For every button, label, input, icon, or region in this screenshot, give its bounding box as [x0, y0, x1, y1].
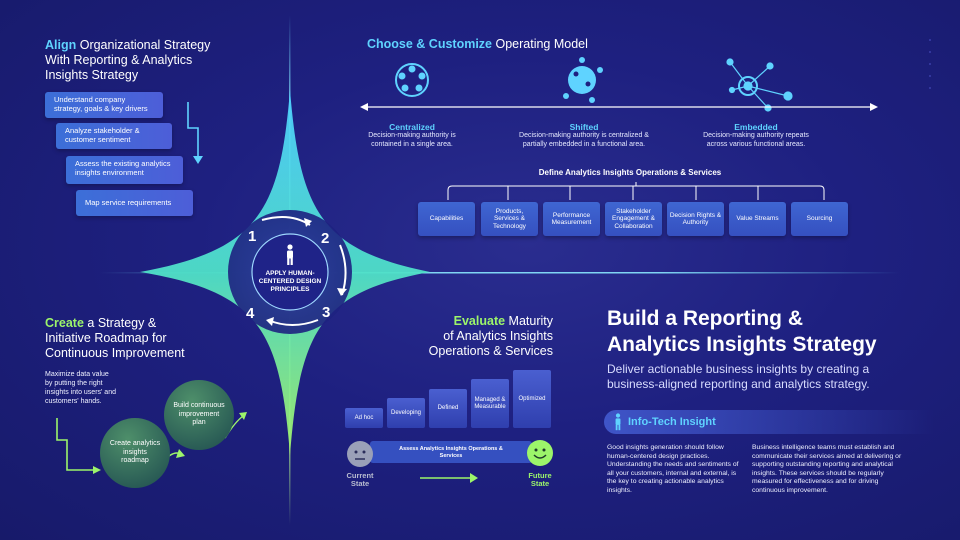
service-sourcing: Sourcing [791, 202, 848, 236]
align-step-3: Assess the existing analytics insights e… [66, 156, 183, 184]
step-number-4: 4 [246, 305, 255, 322]
create-flow [56, 412, 247, 474]
insight-label: Info-Tech Insight [628, 416, 716, 428]
maturity-optimized: Optimized [513, 370, 551, 428]
services-bracket [447, 182, 825, 200]
maturity-developing: Developing [387, 398, 425, 428]
horizontal-axis-line [100, 272, 900, 274]
service-stakeholder: Stakeholder Engagement & Collaboration [605, 202, 662, 236]
model-spectrum-line [360, 103, 878, 111]
main-title: Build a Reporting & Analytics Insights S… [607, 307, 877, 356]
maturity-managed: Managed & Measurable [471, 379, 509, 428]
step-number-2: 2 [321, 230, 330, 247]
future-state-label: Future State [528, 471, 552, 488]
person-icon [615, 413, 621, 431]
maturity-defined: Defined [429, 389, 467, 428]
create-desc: Maximize data value by putting the right… [45, 371, 116, 405]
align-heading: Align Organizational Strategy With Repor… [45, 38, 211, 82]
step-number-1: 1 [248, 228, 257, 245]
model-icons [395, 57, 793, 112]
insight-col-2: Business intelligence teams must establi… [752, 444, 902, 494]
service-decision: Decision Rights & Authority [667, 202, 724, 236]
assess-bar [370, 441, 532, 463]
define-title: Define Analytics Insights Operations & S… [538, 168, 722, 177]
evaluate-heading: Evaluate Maturity of Analytics Insights … [428, 314, 553, 358]
model-shifted: Shifted Decision-making authority is cen… [519, 122, 649, 148]
right-arrow-icon [420, 473, 478, 483]
person-icon [287, 244, 293, 265]
insight-banner [604, 410, 934, 434]
model-centralized: Centralized Decision-making authority is… [368, 122, 456, 148]
improvement-circle: Build continuous improvement plan [164, 380, 234, 450]
embedded-icon [726, 58, 793, 112]
service-capabilities: Capabilities [418, 202, 475, 236]
smile-face-icon [527, 440, 553, 466]
align-step-1: Understand company strategy, goals & key… [45, 92, 163, 118]
center-label: APPLY HUMAN-CENTERED DESIGN PRINCIPLES [258, 270, 322, 293]
create-heading: Create a Strategy & Initiative Roadmap f… [45, 316, 185, 360]
down-arrow-icon [187, 102, 203, 164]
neutral-face-icon [347, 441, 373, 467]
step-number-3: 3 [322, 304, 331, 321]
insight-col-1: Good insights generation should follow h… [607, 444, 739, 494]
decorative-dots [929, 39, 931, 89]
main-subtitle: Deliver actionable business insights by … [607, 362, 870, 391]
service-products: Products, Services & Technology [481, 202, 538, 236]
maturity-ad-hoc: Ad hoc [345, 408, 383, 428]
centralized-icon [395, 63, 429, 97]
current-state-label: Current State [346, 471, 374, 488]
align-step-2: Analyze stakeholder & customer sentiment [56, 123, 172, 149]
align-step-4: Map service requirements [76, 190, 193, 216]
service-value-streams: Value Streams [729, 202, 786, 236]
service-performance: Performance Measurement [543, 202, 600, 236]
model-heading: Choose & Customize Operating Model [367, 37, 588, 51]
roadmap-circle: Create analytics insights roadmap [100, 418, 170, 488]
shifted-icon [563, 57, 603, 103]
assess-label: Assess Analytics Insights Operations & S… [399, 446, 503, 459]
model-embedded: Embedded Decision-making authority repea… [703, 122, 809, 148]
